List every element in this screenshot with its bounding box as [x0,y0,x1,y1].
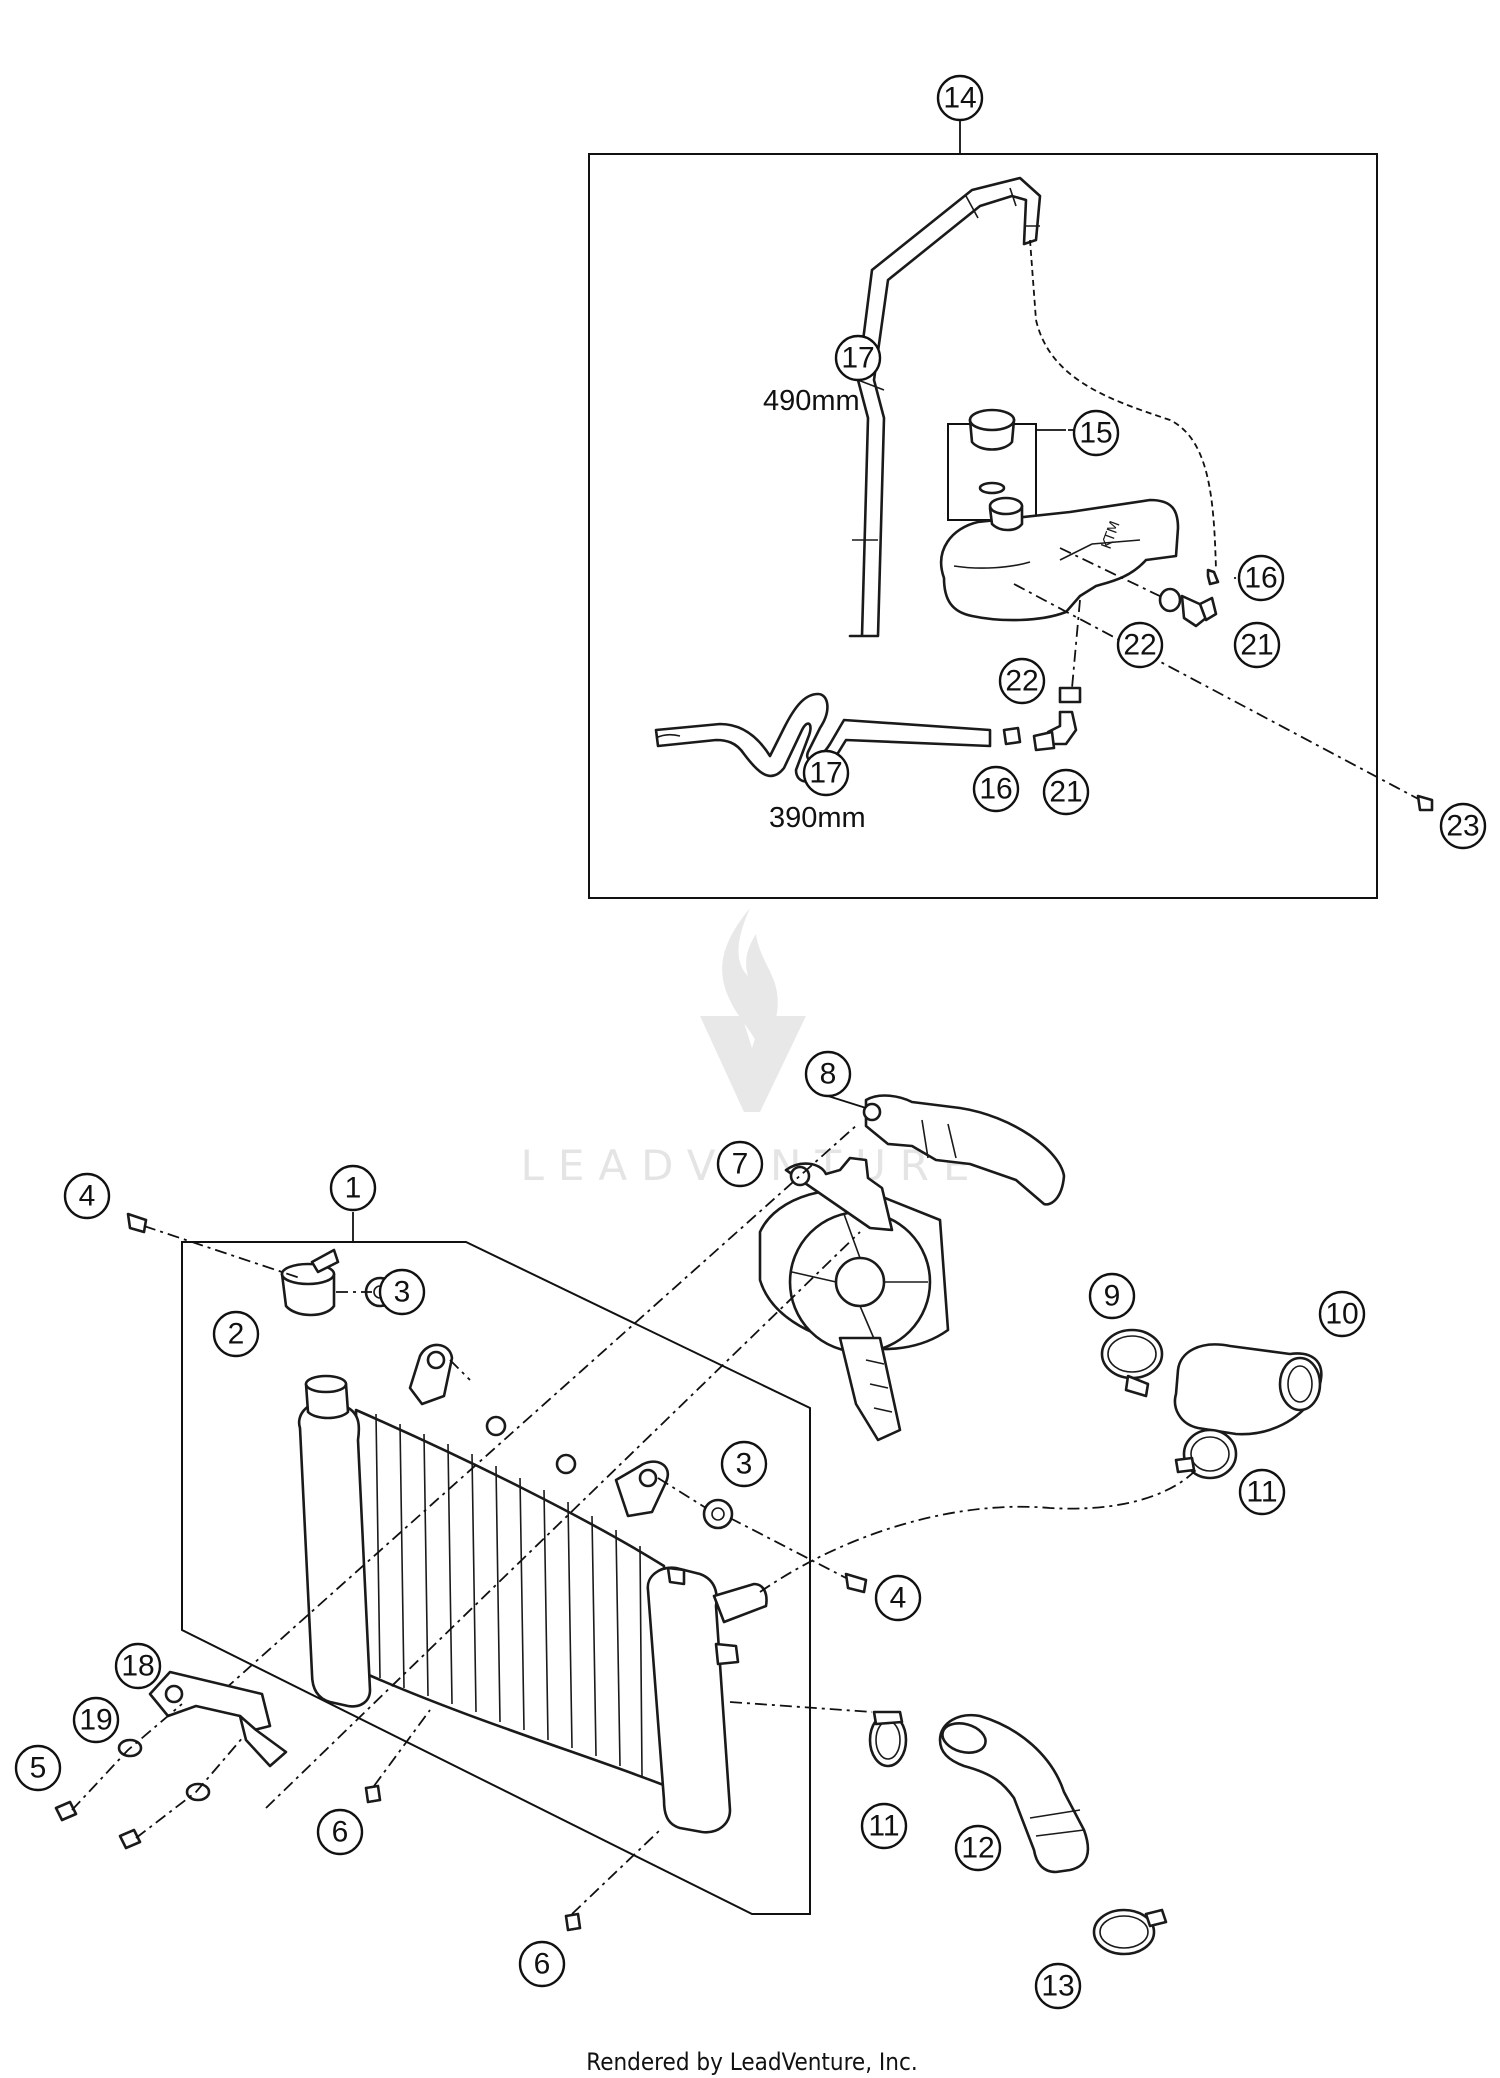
hose-clamp-9 [1100,1328,1164,1398]
callout-13: 13 [1034,1962,1082,2010]
svg-text:3: 3 [394,1276,411,1309]
svg-text:16: 16 [979,773,1012,806]
svg-text:12: 12 [961,1832,994,1865]
bolt-6-right [564,1912,582,1932]
svg-text:11: 11 [1246,1476,1277,1509]
svg-text:1: 1 [345,1172,362,1205]
svg-text:4: 4 [890,1582,907,1615]
bolt-4-upper [126,1212,148,1234]
callout-5: 5 [14,1744,62,1792]
expansion-tank: KTM [939,496,1180,622]
callout-11-lower: 11 [860,1802,908,1850]
svg-text:11: 11 [868,1810,899,1843]
grommet-3-lower [702,1498,734,1530]
svg-text:3: 3 [736,1448,753,1481]
callout-19: 19 [72,1696,120,1744]
hose-390mm-length: 390mm [769,802,866,834]
upper-fitting-set [1059,547,1220,628]
svg-text:4: 4 [79,1180,96,1213]
callout-22-upper: 22 [1116,621,1164,669]
callout-10: 10 [1318,1290,1366,1338]
radiator-fan [758,1156,950,1442]
bracket-18 [148,1670,288,1768]
svg-text:23: 23 [1446,810,1479,843]
svg-text:6: 6 [332,1816,349,1849]
svg-text:8: 8 [820,1058,837,1091]
watermark-v-icon [700,1016,806,1112]
callout-21-lower: 21 [1042,768,1090,816]
callout-23: 23 [1439,802,1487,850]
svg-text:5: 5 [30,1752,47,1785]
radiator-group-outline [181,1241,811,1915]
callout-2: 2 [212,1310,260,1358]
callout-8: 8 [804,1050,852,1098]
svg-text:15: 15 [1079,417,1112,450]
footer-credit: Rendered by LeadVenture, Inc. [586,2048,917,2076]
callout-6-left: 6 [316,1808,364,1856]
hose-clamp-11-lower [868,1710,908,1768]
svg-text:14: 14 [943,82,976,115]
svg-text:17: 17 [809,757,842,790]
callout-7: 7 [716,1140,764,1188]
hose-490mm-length: 490mm [763,385,860,417]
fan-shroud [862,1094,1066,1206]
hose-490mm [848,176,1217,638]
callout-3-lower: 3 [720,1440,768,1488]
callout-17-upper: 17 [834,334,882,382]
callout-22-lower: 22 [998,657,1046,705]
lower-hose-12 [938,1713,1090,1874]
callout-12: 12 [954,1824,1002,1872]
svg-text:21: 21 [1049,776,1082,809]
callout-9: 9 [1088,1272,1136,1320]
tank-cap [968,408,1016,495]
bolt-6-left [364,1784,382,1804]
hose-clamp-11-upper [1174,1428,1238,1480]
svg-text:2: 2 [228,1318,245,1351]
svg-text:19: 19 [79,1704,112,1737]
svg-text:16: 16 [1244,562,1277,595]
svg-text:10: 10 [1325,1298,1358,1331]
callout-15: 15 [1072,409,1120,457]
callout-3-upper: 3 [378,1268,426,1316]
svg-text:17: 17 [841,342,874,375]
svg-text:7: 7 [732,1148,749,1181]
upper-hose-10 [1173,1343,1323,1436]
hose-clamp-13 [1092,1908,1168,1956]
svg-text:18: 18 [121,1650,154,1683]
screw-23 [1416,794,1434,812]
svg-text:6: 6 [534,1948,551,1981]
bolt-4-lower [844,1572,868,1594]
callout-14: 14 [936,74,984,122]
callout-1: 1 [329,1164,377,1212]
lower-fitting-set [1002,599,1082,752]
radiator [297,1343,768,1834]
callout-11-upper: 11 [1238,1468,1286,1516]
callout-18: 18 [114,1642,162,1690]
callout-4-lower: 4 [874,1574,922,1622]
bolt-5 [54,1800,142,1850]
callout-17-lower: 17 [802,749,850,797]
callout-4-upper: 4 [63,1172,111,1220]
svg-text:13: 13 [1041,1970,1074,2003]
washer-19 [117,1738,211,1802]
callout-16-upper: 16 [1237,554,1285,602]
expansion-tank-kit-frame [588,153,1378,899]
svg-text:22: 22 [1123,629,1156,662]
callout-6-right: 6 [518,1940,566,1988]
svg-text:21: 21 [1240,629,1273,662]
svg-text:9: 9 [1104,1280,1121,1313]
callout-21-upper: 21 [1233,621,1281,669]
radiator-cap [280,1248,340,1317]
svg-text:22: 22 [1005,665,1038,698]
callout-16-lower: 16 [972,765,1020,813]
